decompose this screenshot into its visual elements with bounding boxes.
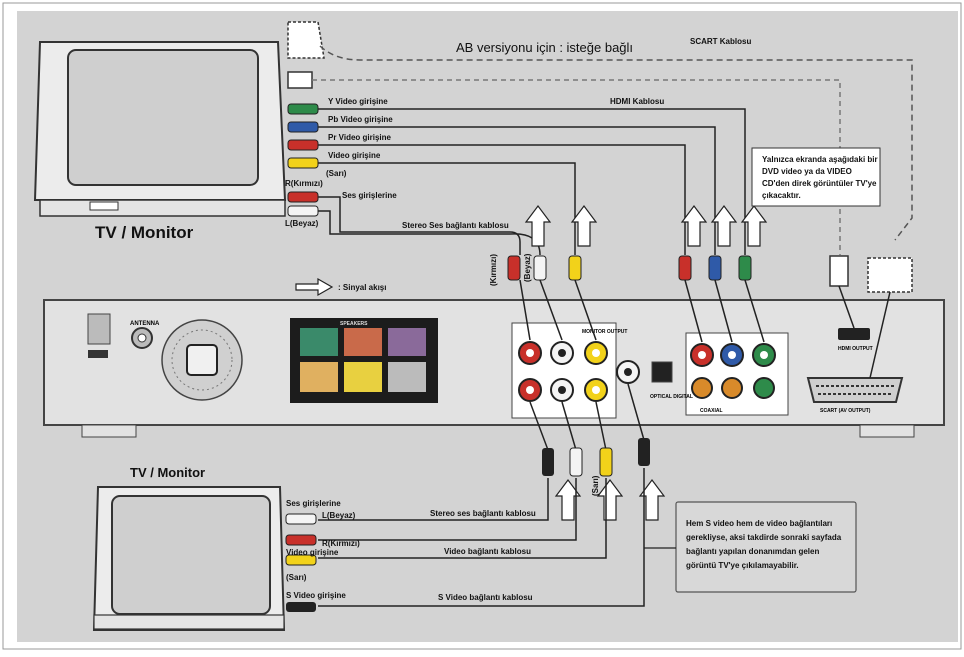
hdmi-output-label: HDMI OUTPUT xyxy=(838,346,873,352)
top-note-line: DVD video ya da VIDEO xyxy=(762,167,852,176)
bottom-cable-plugs xyxy=(285,438,650,612)
top-note-text: Yalnızca ekranda aşağıdaki bir DVD video… xyxy=(762,155,880,200)
r-kirmizi-label-top: R(Kırmızı) xyxy=(285,179,323,188)
monitor-output-label: MONITOR OUTPUT xyxy=(582,329,627,335)
bottom-note-box xyxy=(675,501,857,593)
video-cable-label: Video bağlantı kablosu xyxy=(444,547,531,556)
stereo-cable-label-top: Stereo Ses bağlantı kablosu xyxy=(402,221,509,230)
ab-version-label: AB versiyonu için : isteğe bağlı xyxy=(456,40,633,55)
video-in-label-top: Video girişine xyxy=(328,151,381,160)
coaxial-label: COAXIAL xyxy=(700,408,723,414)
bottom-note-line: gerekliyse, aksi takdirde sonraki sayfad… xyxy=(686,533,842,542)
top-note-line: Yalnızca ekranda aşağıdaki bir xyxy=(762,155,878,164)
r-kirmizi-label-bottom: R(Kırmızı) xyxy=(322,539,360,548)
top-tv-connectors xyxy=(287,21,325,217)
signal-flow-arrows xyxy=(295,205,768,521)
arrow-up-audio xyxy=(524,205,552,247)
signal-flow-label: : Sinyal akışı xyxy=(338,283,386,292)
optical-label: OPTICAL DIGITAL xyxy=(650,394,693,400)
top-note-box xyxy=(751,147,881,207)
ses-label-bottom: Ses girişlerine xyxy=(286,499,341,508)
scart-output-label: SCART (AV OUTPUT) xyxy=(820,408,871,414)
speakers-port-label: SPEAKERS xyxy=(340,321,368,327)
sari-vertical-label: (Sarı) xyxy=(591,475,600,496)
ses-label-top: Ses girişlerine xyxy=(342,191,397,200)
legend-arrow xyxy=(295,277,334,297)
tv-monitor-label-top: TV / Monitor xyxy=(95,223,194,242)
svideo-in-label: S Video girişine xyxy=(286,591,346,600)
arrow-up-video xyxy=(570,205,598,247)
bottom-note-line: görüntü TV'ye çıkılamayabilir. xyxy=(686,561,799,570)
top-note-line: çıkacaktır. xyxy=(762,191,801,200)
top-tv xyxy=(33,41,287,217)
bottom-note-line: Hem S video hem de video bağlantıları xyxy=(686,519,832,528)
hdmi-cable-label: HDMI Kablosu xyxy=(610,97,664,106)
sari-label-top: (Sarı) xyxy=(326,169,347,178)
top-cable-plugs xyxy=(507,255,913,379)
bottom-note-line: bağlantı yapılan donanımdan gelen xyxy=(686,547,819,556)
top-cables xyxy=(312,45,913,256)
kirmizi-vertical-label: (Kırmızı) xyxy=(489,254,498,286)
sari-label-bottom: (Sarı) xyxy=(286,573,307,582)
svideo-cable-label: S Video bağlantı kablosu xyxy=(438,593,533,602)
video-in-label-bottom: Video girişine xyxy=(286,548,339,557)
beyaz-vertical-label: (Beyaz) xyxy=(523,253,532,282)
y-video-label: Y Video girişine xyxy=(328,97,388,106)
stereo-cable-label-bottom: Stereo ses bağlantı kablosu xyxy=(430,509,536,518)
bottom-note-text: Hem S video hem de video bağlantıları ge… xyxy=(686,519,843,570)
antenna-port-label: ANTENNA xyxy=(130,321,160,327)
pr-video-label: Pr Video girişine xyxy=(328,133,392,142)
scart-cable-label: SCART Kablosu xyxy=(690,37,751,46)
receiver-back-panel xyxy=(43,299,945,438)
bottom-tv xyxy=(92,486,286,631)
tv-monitor-label-bottom: TV / Monitor xyxy=(130,465,205,480)
l-beyaz-label-bottom: L(Beyaz) xyxy=(322,511,356,520)
pb-video-label: Pb Video girişine xyxy=(328,115,393,124)
top-note-line: CD'den direk görüntüler TV'ye xyxy=(762,179,877,188)
l-beyaz-label-top: L(Beyaz) xyxy=(285,219,319,228)
bottom-cables xyxy=(318,383,645,607)
